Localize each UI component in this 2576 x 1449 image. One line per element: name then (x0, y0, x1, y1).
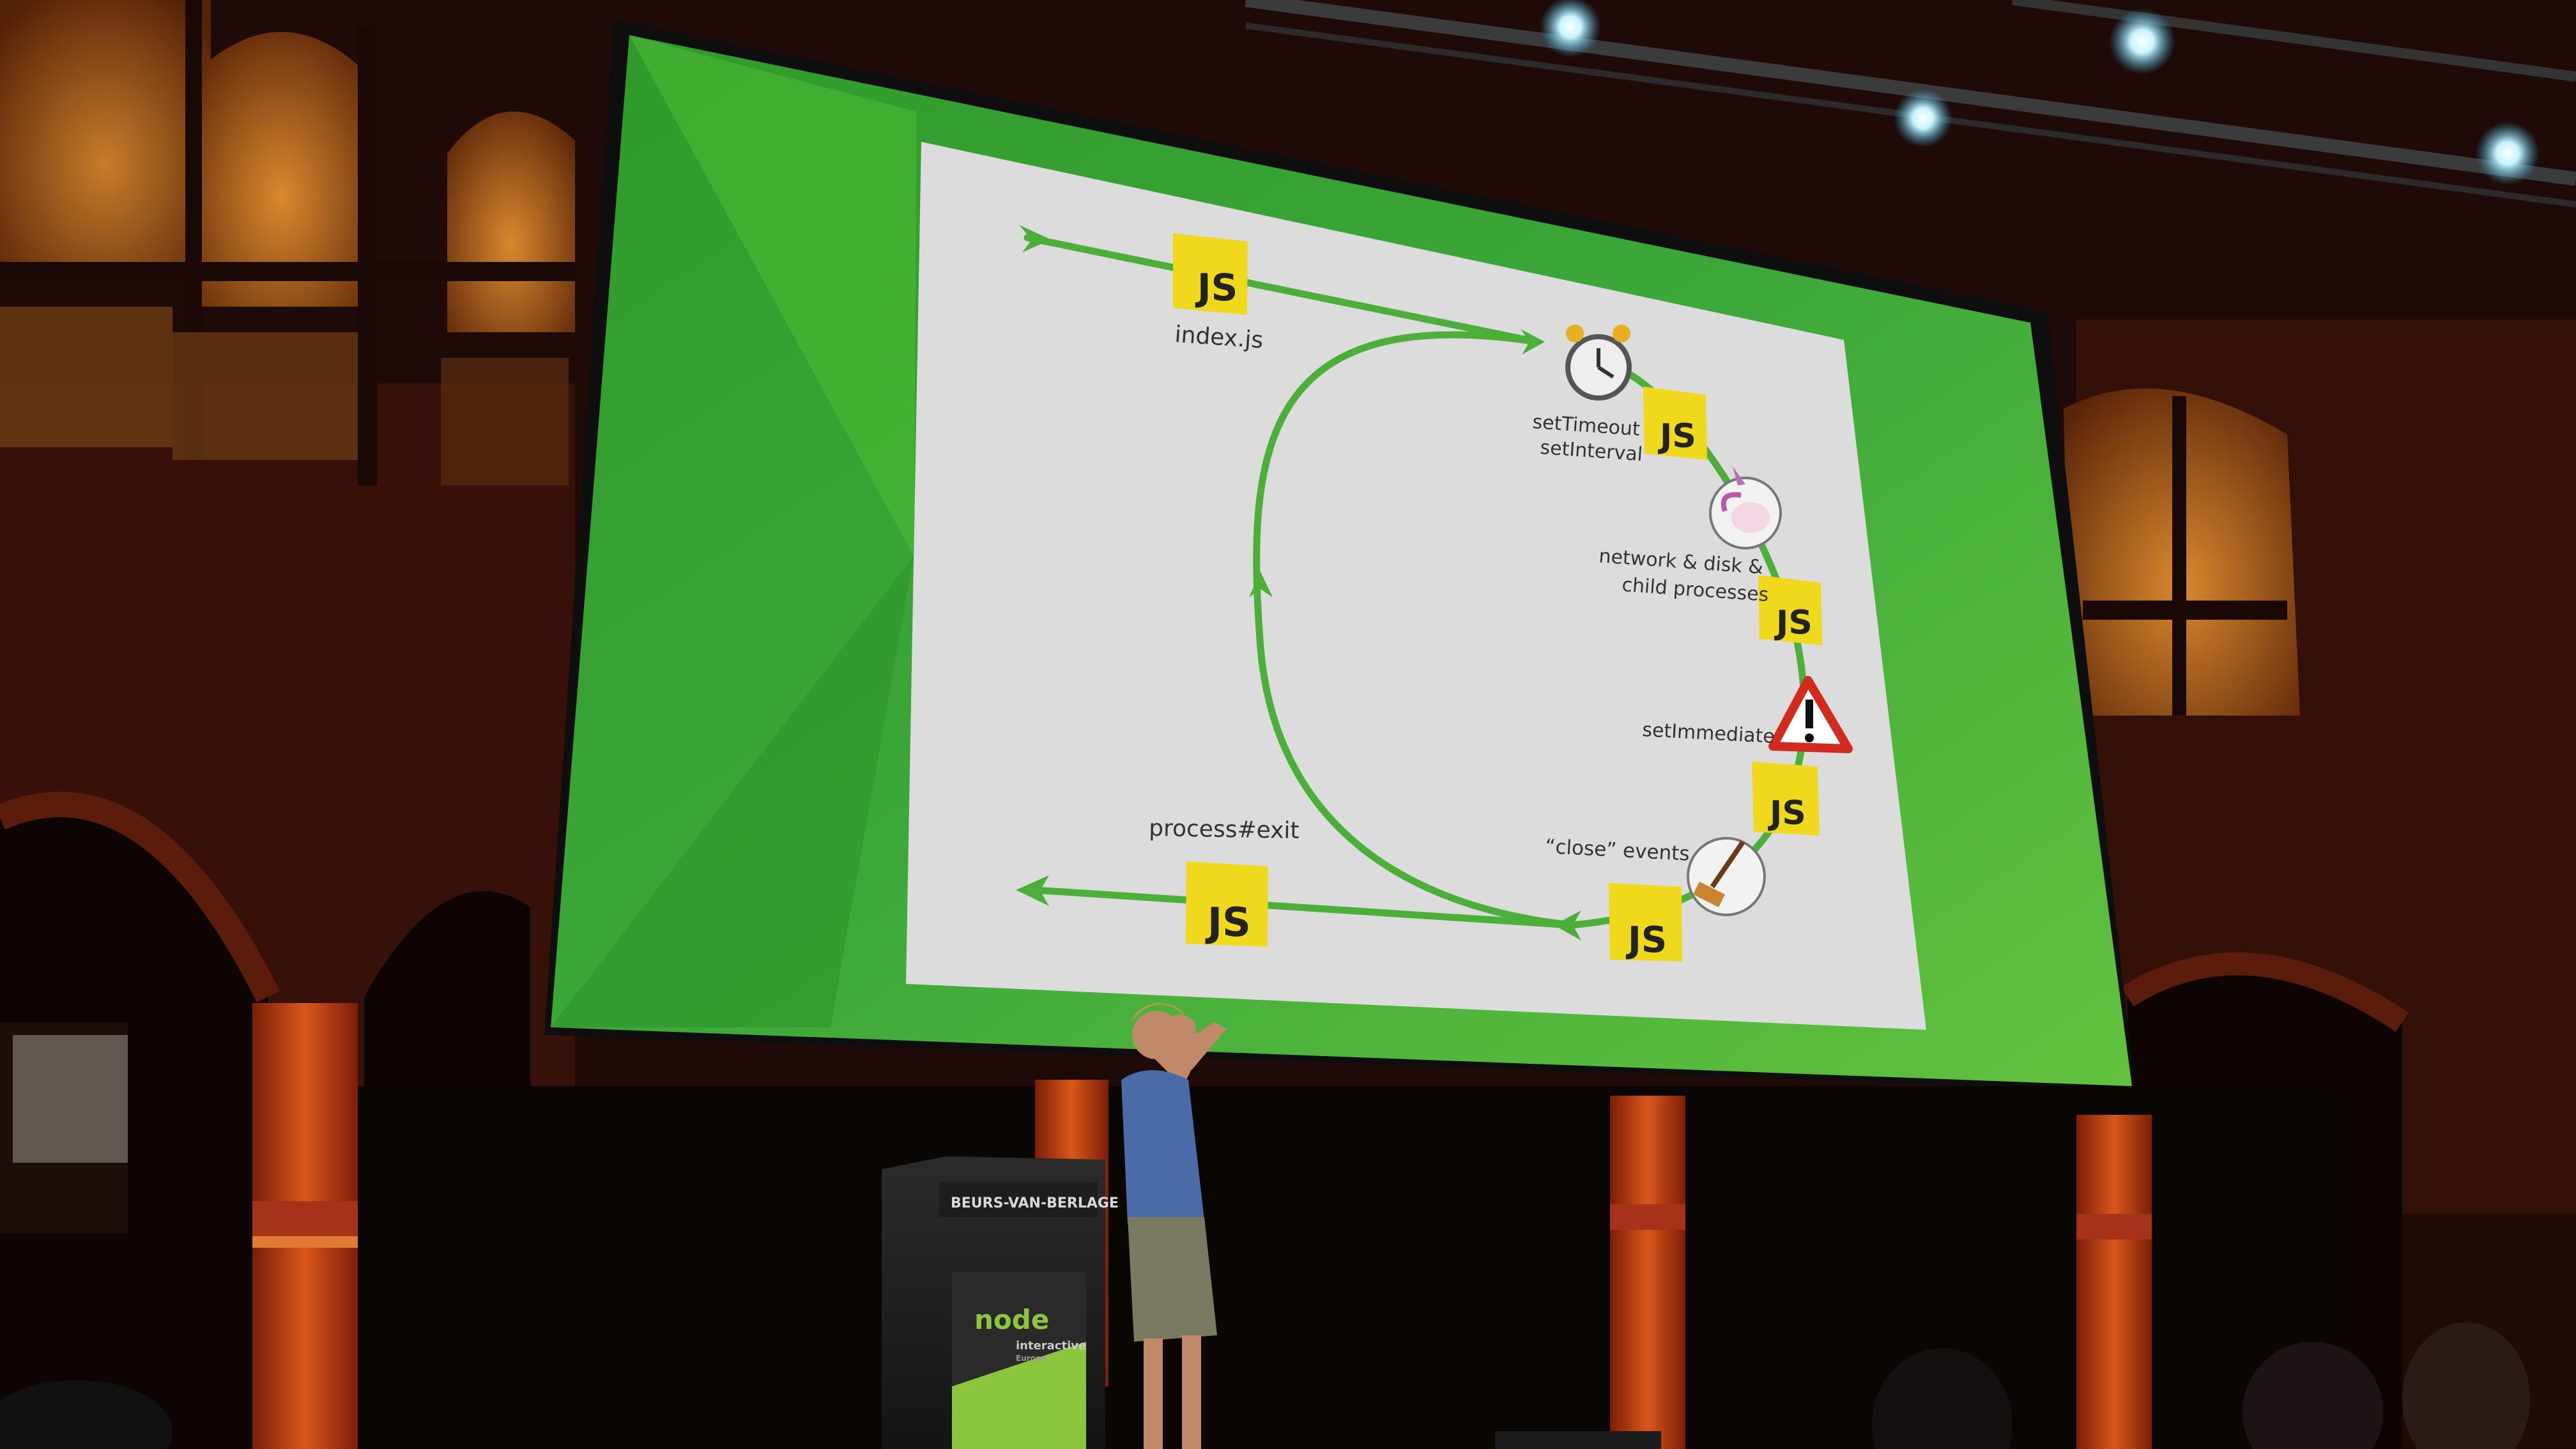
svg-text:JS: JS (1658, 417, 1696, 456)
svg-text:JS: JS (1768, 794, 1806, 832)
loop-exit-arrow (1030, 886, 1575, 929)
audience (0, 1322, 2530, 1449)
node-logo-sub: interactive (1016, 1339, 1086, 1353)
lighting-truss (1245, 0, 2576, 208)
left-windows (0, 0, 575, 486)
stage-spotlight (2109, 8, 2175, 75)
js-badge: JS (1609, 883, 1682, 962)
loop-arrowhead (1554, 910, 1581, 940)
screen-accent (629, 35, 917, 556)
slide-content-area (906, 142, 1926, 1030)
loop-arrowhead (1249, 572, 1273, 597)
svg-text:JS: JS (1205, 899, 1251, 946)
svg-text:JS: JS (1625, 919, 1667, 961)
svg-text:JS: JS (1195, 266, 1238, 309)
node-logo-small: Europe (1016, 1354, 1046, 1363)
pillar (252, 1003, 358, 1449)
pillar (1610, 1096, 1685, 1449)
stage-spotlight (1894, 89, 1952, 148)
alarm-clock-icon (1565, 325, 1632, 401)
screen-accent (551, 556, 914, 1027)
js-badge: JS (1173, 233, 1248, 315)
js-badge: JS (1758, 575, 1822, 645)
label-process-exit: process#exit (1149, 815, 1300, 844)
loop-left-arc (1253, 331, 1575, 929)
entry-arrowhead (1019, 225, 1051, 252)
stage-spotlight (2476, 121, 2540, 185)
node-logo: node (974, 1304, 1049, 1335)
label-index-js: index.js (1174, 321, 1264, 354)
exit-arrowhead (1016, 875, 1049, 906)
podium-venue-sign: BEURS-VAN-BERLAGE (951, 1195, 1119, 1211)
podium: BEURS-VAN-BERLAGE node interactive Europ… (882, 1156, 1119, 1449)
svg-text:JS: JS (1774, 604, 1813, 642)
js-badge: JS (1186, 861, 1268, 947)
pillar (2076, 1115, 2152, 1449)
warning-icon (1768, 676, 1853, 753)
js-badge: JS (1752, 762, 1820, 836)
stage-curtain (358, 1086, 2338, 1449)
loop-arrowhead (1521, 329, 1545, 355)
stage-spotlight (1540, 0, 1601, 57)
broom-icon (1687, 837, 1766, 916)
speaker (1121, 1003, 1227, 1449)
loop-entry-arrow (1023, 234, 1540, 346)
podium-sign-accent (952, 1342, 1086, 1449)
unicorn-icon (1709, 466, 1782, 549)
js-badge: JS (1643, 387, 1707, 460)
